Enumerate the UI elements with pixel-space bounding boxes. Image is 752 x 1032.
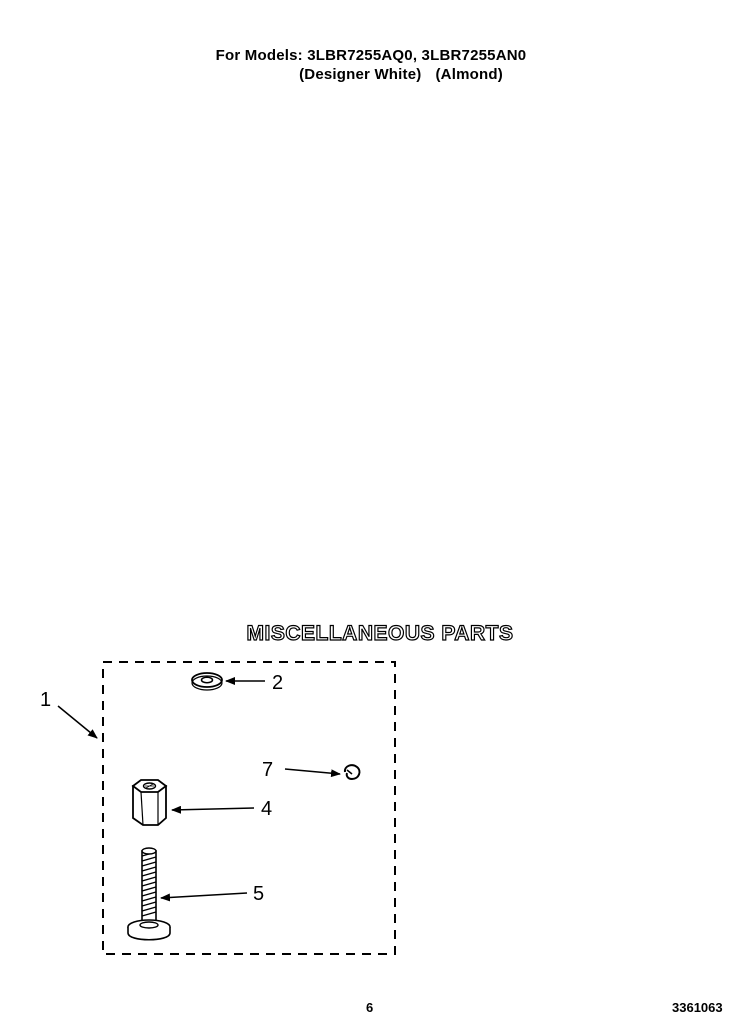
- color-header: (Designer White) (Almond): [25, 66, 752, 83]
- screw-part: [127, 847, 171, 941]
- spacer-leader-line: [171, 805, 255, 814]
- washer-part: [191, 672, 223, 691]
- document-number: 3361063: [672, 1000, 723, 1015]
- color-designer-white: (Designer White): [299, 66, 422, 83]
- page-number: 6: [366, 1000, 374, 1015]
- section-title: MISCELLANEOUS PARTS: [246, 621, 514, 645]
- screw-leader-line: [160, 892, 248, 902]
- kit-boundary: [102, 661, 396, 955]
- hex-spacer-part: [131, 779, 168, 826]
- callout-kit: 1: [40, 689, 51, 711]
- clip-part: [343, 764, 361, 781]
- callout-screw: 5: [253, 883, 264, 905]
- kit-leader-line: [57, 705, 98, 739]
- models-header: For Models: 3LBR7255AQ0, 3LBR7255AN0: [215, 47, 527, 64]
- callout-washer: 2: [272, 672, 283, 694]
- callout-clip: 7: [262, 759, 273, 781]
- clip-leader-line: [284, 768, 341, 778]
- color-almond: (Almond): [435, 66, 503, 83]
- callout-spacer: 4: [261, 798, 272, 820]
